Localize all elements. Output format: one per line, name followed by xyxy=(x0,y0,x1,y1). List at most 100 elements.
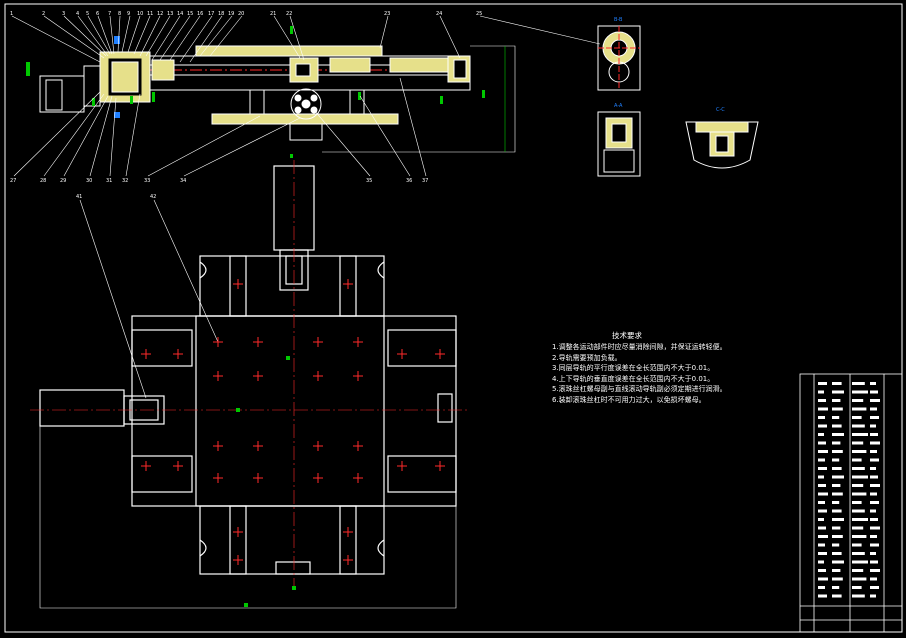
parts-list-cell xyxy=(832,382,842,385)
parts-list-cell xyxy=(870,560,878,564)
parts-list-cell xyxy=(870,569,880,572)
parts-list-cell xyxy=(852,509,865,513)
parts-list-cell xyxy=(870,475,878,479)
parts-list-cell xyxy=(852,484,864,487)
balloon-label: 18 xyxy=(218,11,224,17)
parts-list-cell xyxy=(870,526,880,530)
parts-list-cell xyxy=(870,424,876,428)
parts-list-cell xyxy=(832,501,840,504)
parts-list-cell xyxy=(818,518,824,521)
title-block xyxy=(799,373,903,633)
parts-list-cell xyxy=(870,399,880,402)
plan-view xyxy=(30,154,470,609)
parts-list-cell xyxy=(870,501,879,504)
parts-list-cell xyxy=(818,594,827,598)
balloon-label: 23 xyxy=(384,11,390,17)
balloon-label: 20 xyxy=(238,11,244,17)
parts-list-cell xyxy=(852,594,865,598)
parts-list-cell xyxy=(832,543,840,547)
parts-list-cell xyxy=(832,390,844,394)
balloon-label: 14 xyxy=(177,11,183,17)
parts-list-cell xyxy=(832,467,842,470)
parts-list-cell xyxy=(870,467,876,470)
parts-list-cell xyxy=(870,390,878,394)
parts-list-cell xyxy=(852,501,862,504)
parts-list-cell xyxy=(870,594,876,598)
balloon-label: 17 xyxy=(208,11,214,17)
parts-list-cell xyxy=(832,475,844,479)
top-balloons: 1 2 3 4 5 6 7 8 9 10 11 12 13 14 15 16 1… xyxy=(10,11,482,17)
balloon-label: 10 xyxy=(137,11,143,17)
parts-list-cell xyxy=(818,543,825,547)
balloon-label: 33 xyxy=(144,178,150,184)
parts-list-cell xyxy=(832,509,842,513)
balloon-label: 22 xyxy=(286,11,292,17)
balloon-label: 2 xyxy=(42,11,45,17)
parts-list-cell xyxy=(832,492,843,496)
parts-list-cell xyxy=(832,594,842,598)
balloon-label: 16 xyxy=(197,11,203,17)
balloon-label: 3 xyxy=(62,11,65,17)
parts-list-cell xyxy=(832,484,841,487)
parts-list-cell xyxy=(852,586,862,589)
balloon-label: 41 xyxy=(76,194,82,200)
parts-list-cell xyxy=(818,407,828,411)
requirement-item: 6.装卸滚珠丝杠时不可用力过大，以免损坏螺母。 xyxy=(552,395,706,404)
parts-list-cell xyxy=(818,577,828,581)
section-label: A-A xyxy=(614,103,623,109)
parts-list-cell xyxy=(870,382,876,385)
drawing-border xyxy=(4,3,903,633)
parts-list-cell xyxy=(852,552,865,555)
balloon-label: 35 xyxy=(366,178,372,184)
parts-list-cell xyxy=(832,586,840,589)
parts-list-cell xyxy=(870,552,876,555)
balloon-label: 37 xyxy=(422,178,428,184)
parts-list-cell xyxy=(832,458,840,462)
parts-list-cell xyxy=(818,399,826,402)
parts-list-cell xyxy=(818,569,826,572)
parts-list-cell xyxy=(818,586,825,589)
parts-list-cell xyxy=(818,382,827,385)
parts-list-cell xyxy=(818,416,825,419)
section-label: B-B xyxy=(614,17,623,23)
balloon-label: 34 xyxy=(180,178,186,184)
balloon-label: 36 xyxy=(406,178,412,184)
balloon-label: 12 xyxy=(157,11,163,17)
balloon-label: 6 xyxy=(96,11,99,17)
parts-list-cell xyxy=(818,450,828,453)
section-views xyxy=(597,25,759,177)
parts-list-cell xyxy=(852,518,868,521)
parts-list-rows xyxy=(818,382,880,598)
parts-list-cell xyxy=(870,441,880,445)
parts-list-cell xyxy=(832,552,842,555)
parts-list-cell xyxy=(818,484,826,487)
parts-list-cell xyxy=(870,407,877,411)
parts-list-cell xyxy=(832,416,840,419)
parts-list-cell xyxy=(818,390,824,394)
parts-list-cell xyxy=(852,424,865,428)
parts-list-cell xyxy=(818,475,824,479)
parts-list-cell xyxy=(870,518,878,521)
requirement-item: 4.上下导轨的垂直度误差在全长范围内不大于0.01。 xyxy=(552,374,715,383)
parts-list-cell xyxy=(832,518,844,521)
balloon-label: 1 xyxy=(10,11,13,17)
parts-list-cell xyxy=(818,441,826,445)
parts-list-cell xyxy=(818,424,827,428)
parts-list-cell xyxy=(832,526,841,530)
parts-list-cell xyxy=(852,577,867,581)
parts-list-cell xyxy=(852,450,867,453)
parts-list-cell xyxy=(832,577,843,581)
balloon-label: 4 xyxy=(76,11,79,17)
parts-list-cell xyxy=(852,543,862,547)
parts-list-cell xyxy=(818,458,825,462)
plan-balloons: 41 42 xyxy=(76,194,156,200)
balloon-label: 15 xyxy=(187,11,193,17)
parts-list-cell xyxy=(870,492,877,496)
balloon-label: 29 xyxy=(60,178,66,184)
parts-list-cell xyxy=(832,450,843,453)
parts-list-cell xyxy=(818,501,825,504)
balloon-label: 9 xyxy=(127,11,130,17)
balloon-label: 27 xyxy=(10,178,16,184)
parts-list-cell xyxy=(832,441,841,445)
